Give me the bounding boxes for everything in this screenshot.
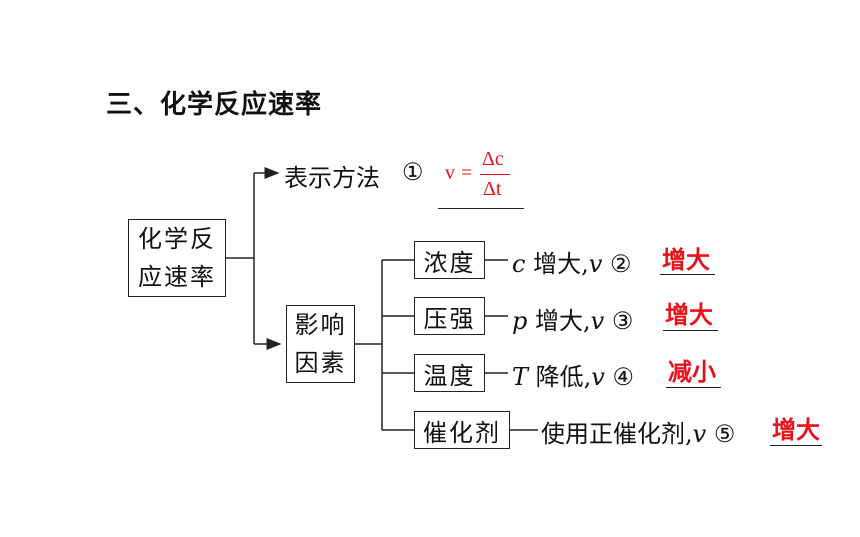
rate-symbol: v xyxy=(591,363,605,391)
factors-line-2: 因素 xyxy=(294,349,347,377)
formula-denominator: Δt xyxy=(483,178,502,200)
answer-underline-1 xyxy=(438,208,524,209)
root-box: 化学反 应速率 xyxy=(128,219,226,297)
variable: T xyxy=(512,363,529,391)
factor-label: 温度 xyxy=(423,361,476,390)
blank-number: ⑤ xyxy=(713,420,736,448)
answer-underline-4 xyxy=(666,387,721,388)
variable: c xyxy=(512,250,526,278)
rate-symbol: v xyxy=(590,307,605,335)
answer-temperature: 减小 xyxy=(668,358,716,386)
root-line-1: 化学反 xyxy=(138,225,216,253)
answer-underline-3 xyxy=(663,330,718,331)
formula-equals: = xyxy=(461,162,473,184)
formula-numerator: Δc xyxy=(482,148,504,170)
factor-row-concentration: c 增大,v ② xyxy=(512,244,631,279)
factors-line-1: 影响 xyxy=(294,311,347,339)
rate-symbol: v xyxy=(588,250,603,278)
rate-symbol: v xyxy=(692,420,707,448)
factor-box-concentration: 浓度 xyxy=(414,241,485,279)
description: 使用正催化剂, xyxy=(541,420,693,448)
factor-box-catalyst: 催化剂 xyxy=(414,411,510,449)
root-line-2: 应速率 xyxy=(138,263,216,291)
factor-box-temperature: 温度 xyxy=(414,354,485,392)
factor-label: 浓度 xyxy=(423,248,476,277)
page-title: 三、化学反应速率 xyxy=(106,90,323,120)
variable: p xyxy=(512,307,528,335)
formula-lhs: v xyxy=(445,162,455,184)
description: 增大, xyxy=(533,250,589,278)
answer-underline-2 xyxy=(660,274,715,275)
factor-label: 催化剂 xyxy=(423,418,501,447)
answer-catalyst: 增大 xyxy=(772,416,820,444)
blank-number: ② xyxy=(609,250,632,278)
factor-row-temperature: T 降低,v ④ xyxy=(512,357,634,392)
method-label: 表示方法 xyxy=(284,164,380,192)
factors-box: 影响 因素 xyxy=(286,305,355,383)
factor-label: 压强 xyxy=(423,304,476,333)
fraction-bar xyxy=(480,174,510,175)
blank-number: ④ xyxy=(612,363,635,391)
description: 增大, xyxy=(535,307,591,335)
factor-row-catalyst: 使用正催化剂,v ⑤ xyxy=(541,414,735,449)
answer-underline-5 xyxy=(770,445,822,446)
factor-box-pressure: 压强 xyxy=(414,297,485,335)
answer-pressure: 增大 xyxy=(665,301,713,329)
factor-row-pressure: p 增大,v ③ xyxy=(512,301,633,336)
description: 降低, xyxy=(535,363,592,391)
method-number: ① xyxy=(402,158,424,186)
blank-number: ③ xyxy=(611,307,634,335)
answer-concentration: 增大 xyxy=(662,246,710,274)
